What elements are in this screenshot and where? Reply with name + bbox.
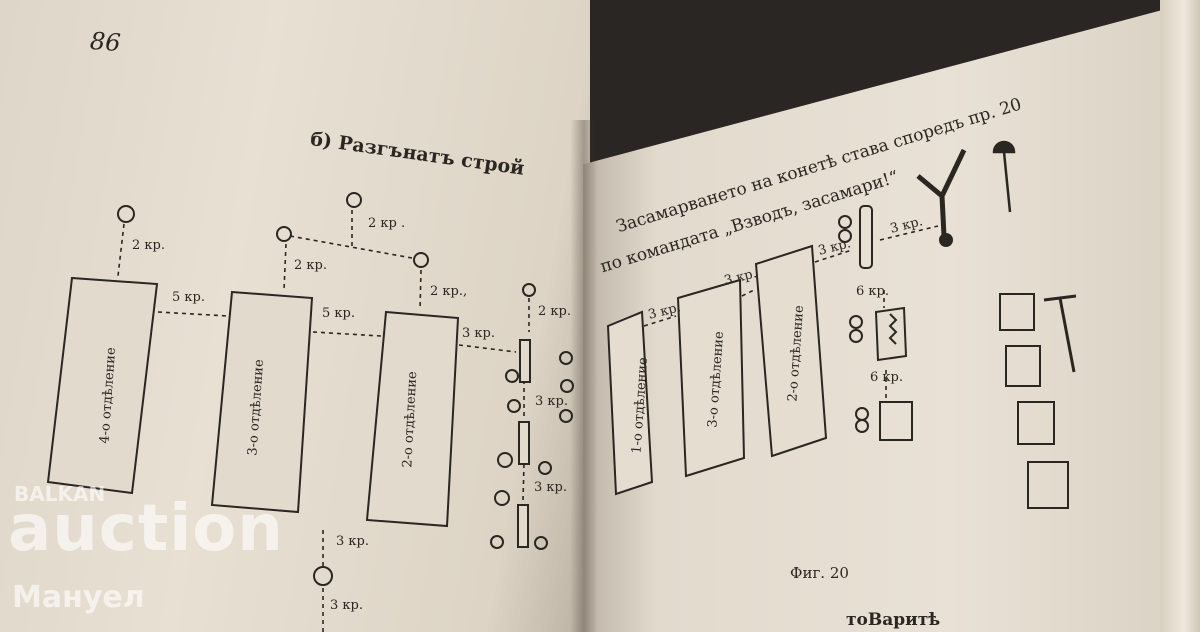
- pack-piece: [519, 339, 531, 383]
- horse-icon: [559, 409, 573, 423]
- pack-piece: [517, 504, 529, 548]
- horse-icon: [534, 536, 548, 550]
- distance-label: 2 кр .: [368, 216, 406, 231]
- pick-icon: [1043, 294, 1077, 373]
- horse-icon: [855, 407, 869, 421]
- box-2-otdelenie-right: [754, 244, 828, 458]
- distance-label: 6 кр.: [856, 284, 889, 299]
- watermark-balkan: BALKAN: [14, 482, 106, 506]
- horse-icon: [559, 351, 573, 365]
- box-3-otdelenie: [210, 290, 314, 514]
- load-box-icon: [879, 401, 913, 441]
- stack-box-icon: [999, 293, 1035, 331]
- pack-frame-icon: [874, 306, 908, 362]
- tool-end-icon: [939, 233, 953, 247]
- distance-label: 2 кр.: [294, 258, 327, 273]
- box-3-otdelenie-right: [676, 278, 746, 478]
- distance-label: 2 кр.: [538, 304, 571, 319]
- bottom-text-fragment: тоВаритѣ: [846, 610, 941, 630]
- stack-box-icon: [1017, 401, 1055, 445]
- watermark-seller: Мануел: [12, 580, 145, 615]
- horse-icon: [838, 229, 852, 243]
- horse-icon: [849, 315, 863, 329]
- soldier-icon: [346, 192, 362, 208]
- horse-icon: [838, 215, 852, 229]
- figure-caption: Фиг. 20: [790, 564, 849, 582]
- stack-box-icon: [1027, 461, 1069, 509]
- horse-icon: [507, 399, 521, 413]
- stack-box-icon: [1005, 345, 1041, 387]
- book-edge: [1160, 0, 1200, 632]
- soldier-icon: [413, 252, 429, 268]
- horse-icon: [855, 419, 869, 433]
- soldier-icon: [522, 283, 536, 297]
- horse-icon: [497, 452, 513, 468]
- distance-label: 3 кр.: [336, 534, 369, 549]
- distance-label: 2 кр.,: [430, 284, 468, 299]
- shovel-icon: [992, 140, 1016, 213]
- distance-label: 6 кр.: [870, 370, 903, 385]
- soldier-icon: [117, 205, 135, 223]
- fork-tool-icon: [916, 148, 967, 237]
- pack-saddle-icon: [859, 205, 873, 269]
- soldier-icon: [313, 566, 333, 586]
- soldier-icon: [276, 226, 292, 242]
- distance-label: 3 кр.: [462, 326, 495, 341]
- horse-icon: [849, 329, 863, 343]
- distance-label: 3 кр.: [535, 394, 568, 409]
- horse-icon: [505, 369, 519, 383]
- distance-label: 5 кр.: [172, 290, 205, 305]
- watermark-auction: auction: [8, 492, 284, 566]
- page-number: 86: [89, 26, 122, 58]
- horse-icon: [494, 490, 510, 506]
- pack-piece: [518, 421, 530, 465]
- distance-label: 3 кр.: [330, 598, 363, 613]
- distance-label: 3 кр.: [534, 480, 567, 495]
- box-2-otdelenie: [365, 310, 460, 528]
- box-1-otdelenie: [606, 310, 654, 496]
- distance-label: 2 кр.: [132, 238, 165, 253]
- horse-icon: [490, 535, 504, 549]
- box-4-otdelenie: [46, 276, 159, 495]
- distance-label: 5 кр.: [322, 306, 355, 321]
- horse-icon: [538, 461, 552, 475]
- horse-icon: [560, 379, 574, 393]
- book-gutter: [570, 120, 598, 632]
